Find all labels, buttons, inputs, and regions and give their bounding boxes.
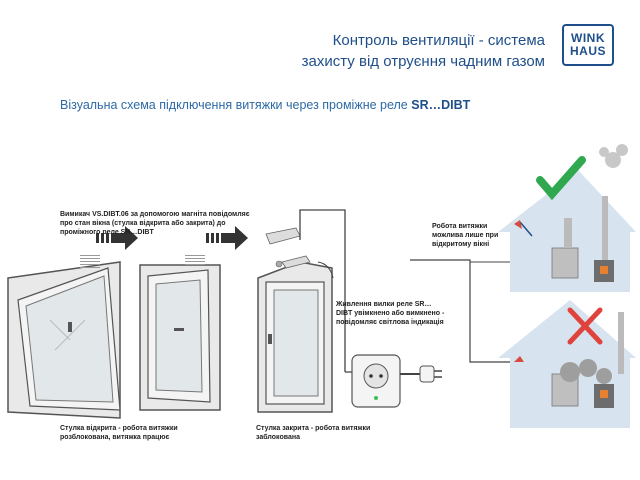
- title-line-1: Контроль вентиляції - система: [332, 32, 545, 49]
- switch-description-note: Вимикач VS.DIBT.06 за допомогою магніта …: [60, 211, 250, 236]
- winkhaus-logo: WINK HAUS: [562, 24, 614, 66]
- window-half-open: [139, 254, 221, 411]
- house-blocked: [498, 300, 636, 428]
- power-cable: [345, 259, 520, 373]
- hood-condition-note: Робота витяжки можлива лише при відкрито…: [432, 223, 499, 248]
- logo-line-2: HAUS: [569, 44, 606, 58]
- subtitle-relay: SR…DIBT: [411, 98, 471, 112]
- sash-open-note: Стулка відкрита - робота витяжки розблок…: [60, 425, 178, 441]
- arrow-1: [96, 226, 138, 250]
- arrow-2: [206, 226, 248, 250]
- house-ok: [498, 144, 636, 292]
- relay-power-note: Живлення вилки реле SR…DIBT увімкнено аб…: [336, 301, 445, 326]
- subtitle-text: Візуальна схема підключення витяжки чере…: [60, 98, 412, 112]
- window-open: [7, 254, 121, 419]
- window-closed: [257, 261, 333, 413]
- signal-cable: [299, 209, 346, 372]
- relay-socket: [351, 354, 401, 408]
- plug: [400, 365, 442, 383]
- logo-line-1: WINK: [571, 31, 605, 45]
- page-title: Контроль вентиляції - система захисту ві…: [200, 30, 545, 72]
- sash-closed-note: Стулка закрита - робота витяжки заблоков…: [256, 425, 371, 441]
- title-line-2: захисту від отруєння чадним газом: [301, 53, 545, 70]
- magnetic-switch: [265, 227, 311, 269]
- diagram-subtitle: Візуальна схема підключення витяжки чере…: [60, 98, 580, 112]
